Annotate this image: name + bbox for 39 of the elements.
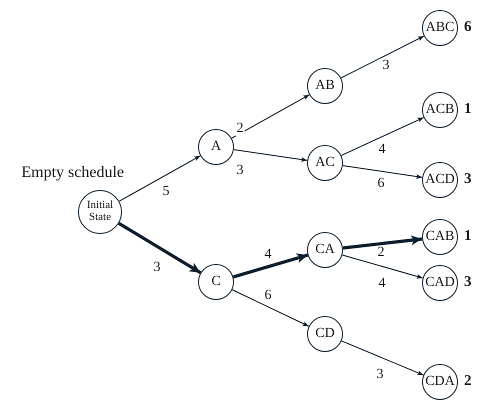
node-label: Initial State <box>86 200 114 224</box>
arrow <box>231 94 310 139</box>
cost-value: 3 <box>464 171 472 188</box>
state-circle <box>198 264 234 300</box>
node-label: ABC <box>424 21 456 35</box>
node-label: ACB <box>424 103 456 117</box>
arrow <box>232 289 310 327</box>
arrow <box>233 149 308 162</box>
edge-label: 2 <box>236 122 244 136</box>
node-label: ACD <box>424 173 456 187</box>
cost-value: 2 <box>464 373 472 390</box>
node-label: AC <box>314 156 336 170</box>
node-label: AB <box>314 79 336 93</box>
arrow <box>340 117 424 156</box>
arrow <box>342 235 422 250</box>
state-circle <box>307 232 343 268</box>
cost-value: 3 <box>464 274 472 291</box>
node-label: C <box>210 275 222 289</box>
node-label: CAB <box>424 230 456 244</box>
arrow <box>340 36 424 78</box>
state-circle <box>307 145 343 181</box>
state-circle <box>307 316 343 352</box>
state-circle <box>198 129 234 165</box>
arrow <box>342 254 424 279</box>
state-circle <box>307 68 343 104</box>
arrow <box>118 155 201 202</box>
arrow <box>232 253 308 278</box>
cost-value: 1 <box>464 228 472 245</box>
arrow <box>118 222 202 274</box>
state-caption: Empty schedule <box>21 164 124 182</box>
cost-value: 1 <box>464 101 472 118</box>
node-label: A <box>210 140 222 154</box>
node-label: CDA <box>424 375 456 389</box>
node-label: CAD <box>424 276 456 290</box>
arrow <box>341 340 424 376</box>
node-label: CA <box>314 243 336 257</box>
node-label: CD <box>314 327 336 341</box>
arrow <box>342 165 423 179</box>
cost-value: 6 <box>464 19 472 36</box>
